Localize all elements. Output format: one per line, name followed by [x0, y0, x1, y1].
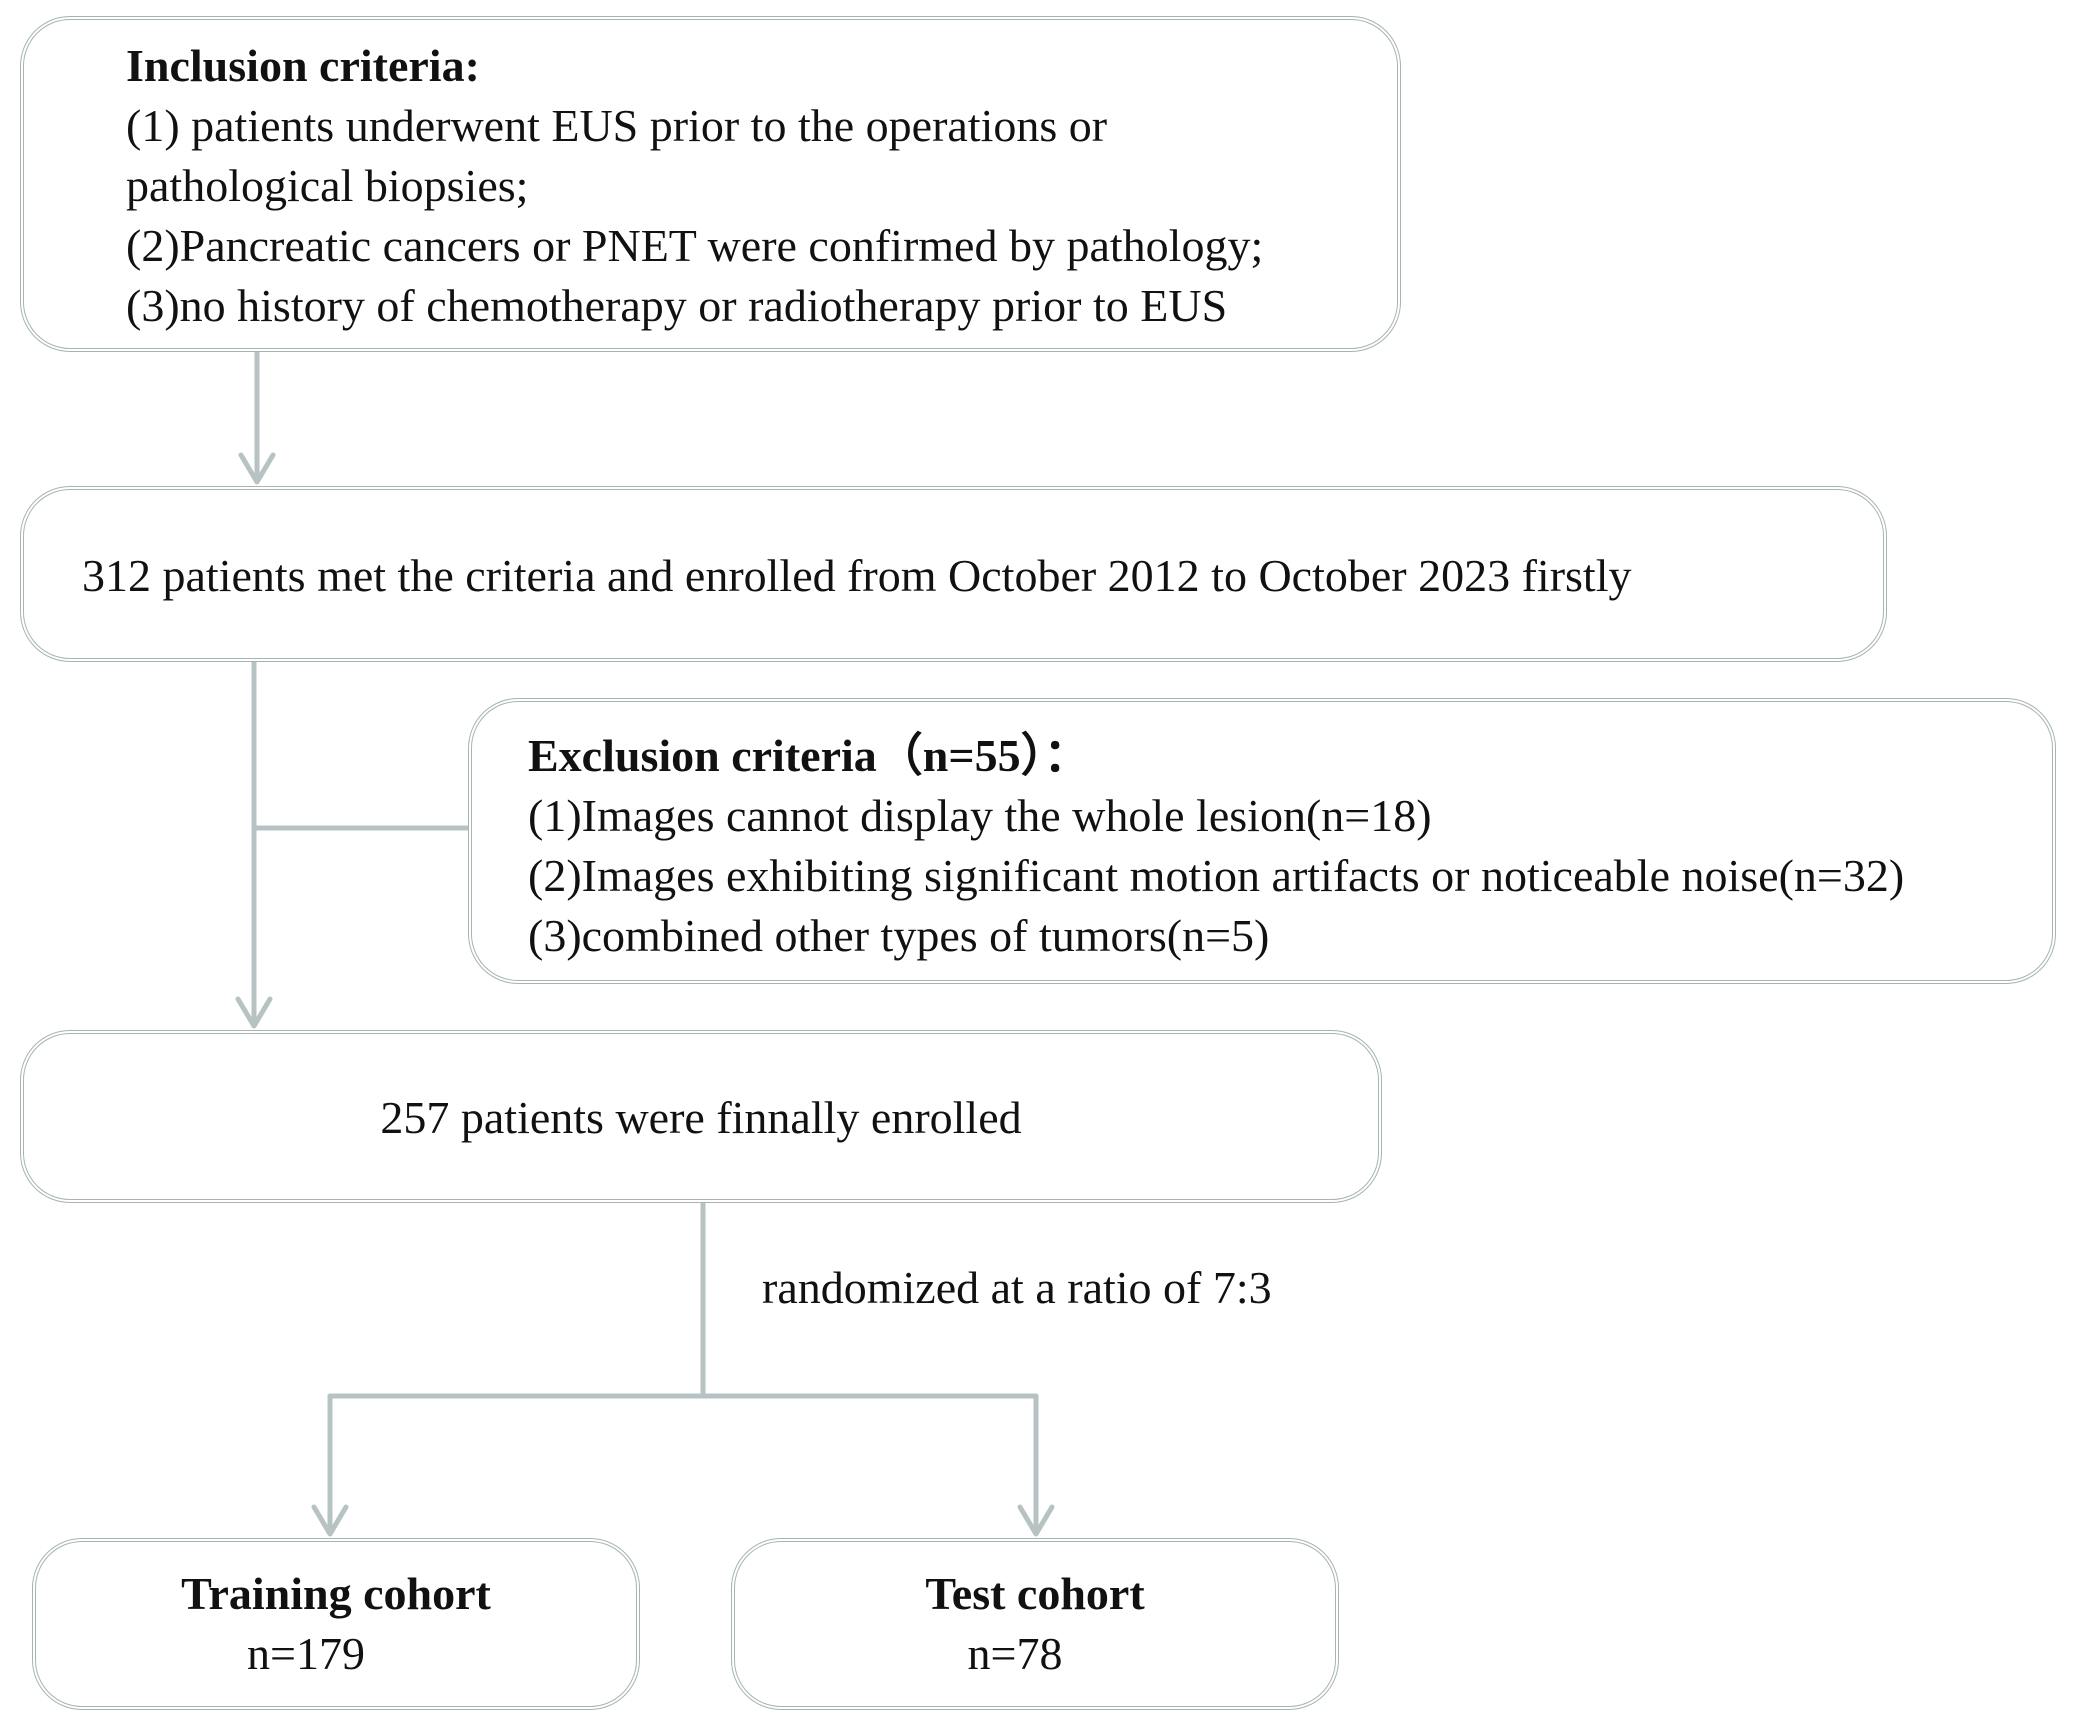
exclusion-criteria-item: (2)Images exhibiting significant motion … [528, 850, 1905, 901]
arrowhead-final [235, 996, 273, 1029]
exclusion-criteria-box: Exclusion criteria（n=55）： (1)Images cann… [468, 698, 2056, 984]
test-cohort-title: Test cohort [925, 1568, 1145, 1619]
inclusion-criteria-item: pathological biopsies; [126, 160, 529, 211]
inclusion-criteria-item: (3)no history of chemotherapy or radioth… [126, 280, 1228, 331]
met-criteria-content: 312 patients met the criteria and enroll… [82, 546, 1632, 606]
training-cohort-count: n=179 [247, 1628, 365, 1679]
inclusion-criteria-title: Inclusion criteria: [126, 40, 480, 91]
final-enrolled-box: 257 patients were finnally enrolled [20, 1030, 1382, 1203]
test-cohort-count: n=78 [967, 1628, 1063, 1679]
arrowhead-test [1017, 1504, 1055, 1537]
arrowhead-training [311, 1504, 349, 1537]
final-enrolled-content: 257 patients were finnally enrolled [24, 1088, 1378, 1148]
inclusion-criteria-item: (2)Pancreatic cancers or PNET were confi… [126, 220, 1264, 271]
inclusion-criteria-content: Inclusion criteria: (1) patients underwe… [126, 36, 1263, 336]
arrowhead-met [238, 452, 276, 485]
exclusion-criteria-content: Exclusion criteria（n=55）： (1)Images cann… [528, 726, 1904, 966]
test-cohort-box: Test cohort n=78 [731, 1538, 1339, 1710]
met-criteria-text: 312 patients met the criteria and enroll… [82, 550, 1632, 601]
inclusion-criteria-item: (1) patients underwent EUS prior to the … [126, 100, 1108, 151]
inclusion-criteria-box: Inclusion criteria: (1) patients underwe… [20, 16, 1401, 352]
exclusion-criteria-title: Exclusion criteria（n=55）： [528, 730, 1090, 781]
test-cohort-content: Test cohort n=78 [735, 1564, 1335, 1684]
met-criteria-box: 312 patients met the criteria and enroll… [20, 486, 1887, 662]
final-enrolled-text: 257 patients were finnally enrolled [380, 1092, 1022, 1143]
training-cohort-title: Training cohort [181, 1568, 491, 1619]
training-cohort-box: Training cohort n=179 [32, 1538, 640, 1710]
training-cohort-content: Training cohort n=179 [36, 1564, 636, 1684]
randomization-label: randomized at a ratio of 7:3 [762, 1262, 1272, 1313]
exclusion-criteria-item: (3)combined other types of tumors(n=5) [528, 910, 1270, 961]
exclusion-criteria-item: (1)Images cannot display the whole lesio… [528, 790, 1432, 841]
